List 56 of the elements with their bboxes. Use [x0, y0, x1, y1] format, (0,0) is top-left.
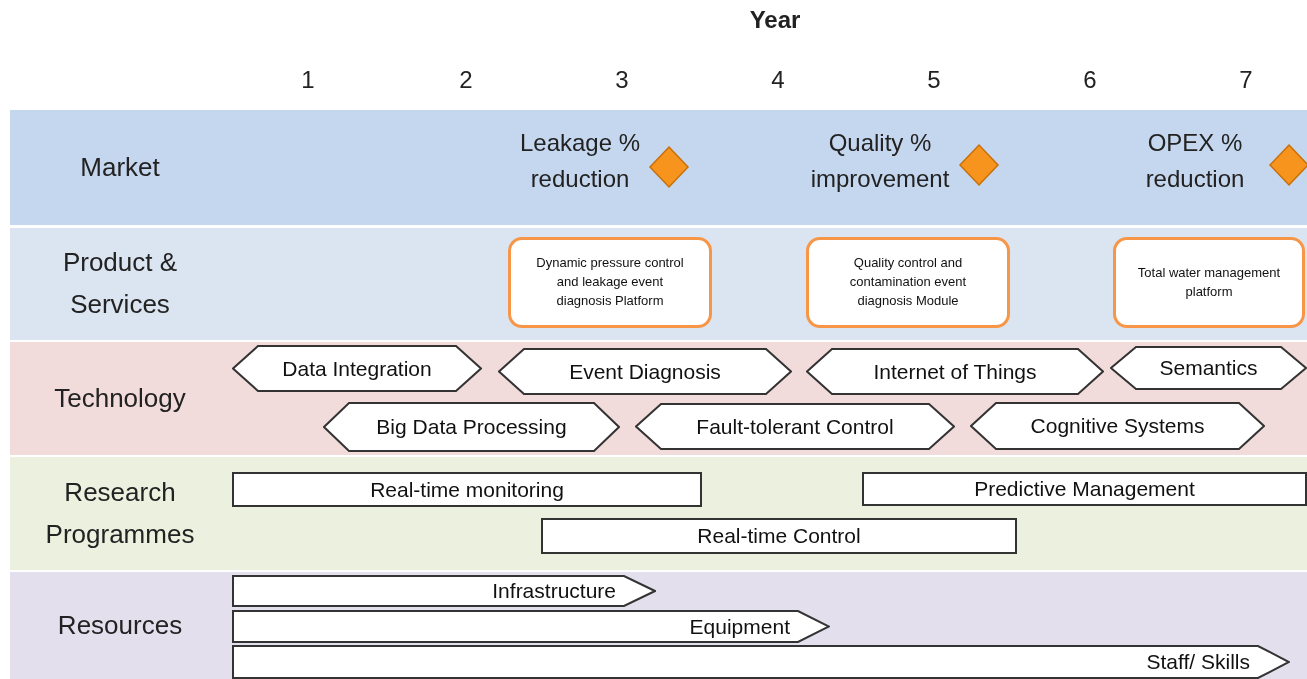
year-number: 5: [926, 66, 942, 94]
milestone-diamond: [1268, 143, 1307, 187]
resource-name: Equipment: [689, 614, 790, 639]
technology-name: Fault-tolerant Control: [696, 414, 894, 439]
programme-bar: [232, 472, 702, 507]
year-number: 7: [1238, 66, 1254, 94]
milestone-label: Quality % improvement: [809, 128, 951, 194]
programme-bar: [541, 518, 1017, 554]
technology-name: Data Integration: [282, 356, 432, 381]
swimlane-band: [10, 110, 1307, 225]
swimlane-band: [10, 457, 1307, 570]
product-name: Total water management platform: [1136, 263, 1282, 301]
milestone-diamond: [648, 145, 690, 189]
resource-timeline-bar: [232, 610, 830, 643]
programme-bar: [862, 472, 1307, 506]
lane-title: Market: [79, 150, 161, 184]
programme-name: Real-time Control: [697, 524, 861, 548]
lane-title: Technology: [53, 381, 187, 415]
technology-hexagon: [970, 402, 1265, 450]
technology-hexagon: [498, 348, 792, 395]
milestone-label: OPEX % reduction: [1144, 128, 1246, 194]
lane-title: Product & Services: [61, 246, 179, 321]
year-number: 4: [770, 66, 786, 94]
product-box: [1113, 237, 1305, 328]
swimlane-band: [10, 342, 1307, 455]
resource-timeline-bar: [232, 645, 1290, 679]
milestone-label: Leakage % reduction: [518, 128, 642, 194]
milestone-diamond: [958, 143, 1000, 187]
product-box: [806, 237, 1010, 328]
year-number: 6: [1082, 66, 1098, 94]
axis-title: Year: [748, 6, 802, 34]
technology-hexagon: [806, 348, 1104, 395]
technology-hexagon: [635, 403, 955, 450]
technology-hexagon: [232, 345, 482, 392]
programme-name: Predictive Management: [974, 477, 1195, 501]
year-number: 3: [614, 66, 630, 94]
product-name: Quality control and contamination event diagnosis Module: [848, 254, 968, 310]
technology-name: Cognitive Systems: [1030, 414, 1205, 438]
lane-title: Resources: [56, 608, 184, 642]
technology-name: Internet of Things: [873, 359, 1037, 384]
technology-name: Big Data Processing: [376, 415, 567, 439]
lane-title: Research Programmes: [44, 475, 196, 551]
programme-name: Real-time monitoring: [370, 477, 564, 502]
year-number: 1: [300, 66, 316, 94]
swimlane-band: [10, 228, 1307, 340]
technology-hexagon: [1110, 346, 1307, 390]
year-number: 2: [458, 66, 474, 94]
resource-name: Staff/ Skills: [1146, 650, 1250, 674]
resource-timeline-bar: [232, 575, 656, 607]
swimlane-band: [10, 572, 1307, 679]
product-box: [508, 237, 712, 328]
product-name: Dynamic pressure control and leakage event diagnosis Platform: [535, 254, 685, 310]
technology-hexagon: [323, 402, 620, 452]
technology-name: Semantics: [1159, 356, 1258, 380]
resource-name: Infrastructure: [492, 579, 616, 603]
technology-name: Event Diagnosis: [569, 359, 721, 384]
